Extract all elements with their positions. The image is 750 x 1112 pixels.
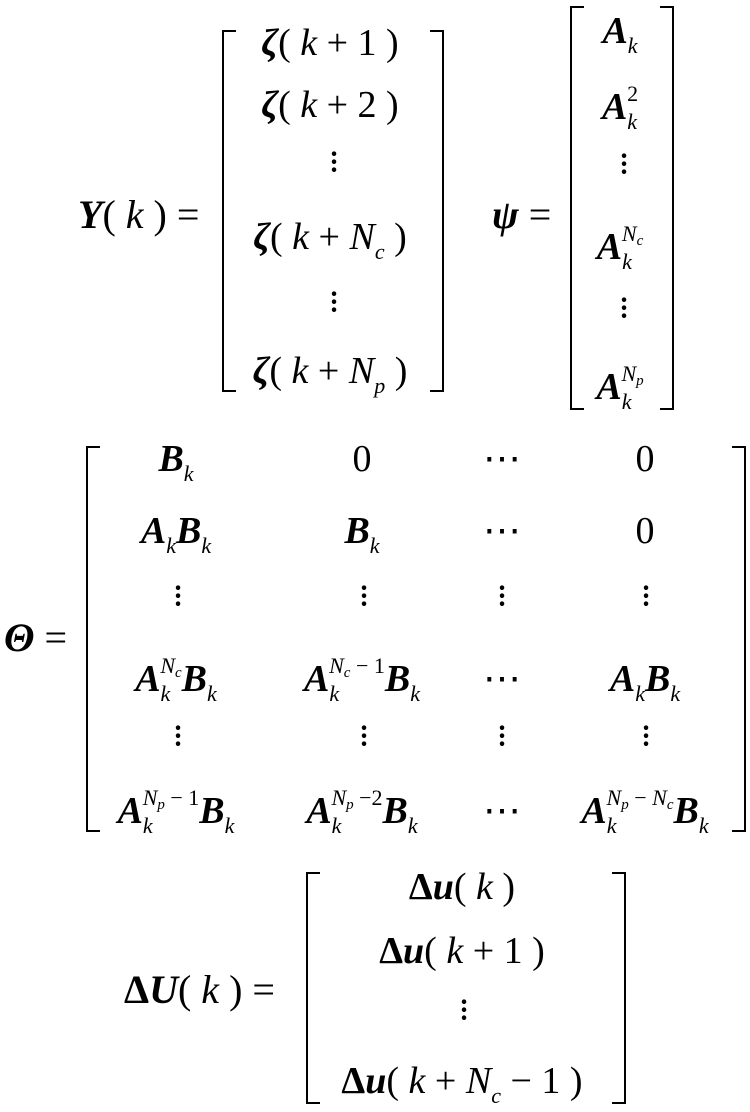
theta-r3-c1: ···: [173, 573, 183, 620]
theta-r5-c2: ···: [359, 713, 369, 760]
eq-du-lhs: ΔU( k ) =: [124, 967, 275, 1012]
theta-r3-c2: ···: [359, 573, 369, 620]
eq-du-entry-1: Δu( k ): [408, 866, 516, 908]
theta-r4-c1: AkNcBk: [135, 653, 217, 706]
eq-y-right-bracket: [430, 30, 444, 392]
eq-du-right-bracket: [612, 872, 626, 1104]
theta-r2-c1: AkBk: [140, 510, 212, 558]
eq-psi-right-bracket: [660, 6, 674, 410]
eq-y-left-bracket: [222, 30, 236, 392]
eq-du-left-bracket: [306, 872, 320, 1104]
theta-r3-c4: ···: [641, 573, 651, 620]
eq-theta-lhs: Θ =: [4, 615, 68, 660]
theta-r6-c1: AkNp − 1Bk: [117, 785, 235, 838]
eq-du-entry-nc: Δu( k + Nc − 1 ): [341, 1060, 583, 1108]
theta-r2-c3: ⋯: [483, 510, 521, 552]
eq-theta-right-bracket: [732, 446, 746, 832]
eq-psi-lhs: ψ =: [492, 192, 552, 237]
theta-r1-c4: 0: [635, 438, 655, 480]
eq-y-entry-nc: ζ( k + Nc ): [253, 216, 407, 264]
eq-du-vdots: ···: [459, 987, 469, 1034]
theta-r6-c4: AkNp − NcBk: [581, 785, 709, 838]
eq-psi-entry-np: AkNp: [596, 361, 644, 414]
eq-y-entry-np: ζ( k + Np ): [252, 350, 408, 398]
eq-psi-vdots-2: ···: [619, 285, 629, 332]
eq-psi-entry-2: Ak2: [601, 81, 639, 134]
theta-r6-c3: ⋯: [483, 790, 521, 832]
theta-r5-c4: ···: [641, 713, 651, 760]
eq-theta-left-bracket: [86, 446, 100, 832]
eq-y-entry-2: ζ( k + 2 ): [261, 84, 399, 126]
eq-y-vdots-1: ···: [329, 139, 339, 186]
eq-psi-entry-1: Ak: [602, 10, 638, 58]
theta-r3-c3: ···: [497, 573, 507, 620]
theta-r1-c1: Bk: [158, 438, 194, 486]
theta-r4-c4: AkBk: [609, 658, 681, 706]
eq-psi-vdots-1: ···: [619, 141, 629, 188]
theta-r1-c2: 0: [352, 438, 372, 480]
theta-r2-c4: 0: [635, 510, 655, 552]
eq-y-vdots-2: ···: [329, 279, 339, 326]
theta-r4-c2: AkNc − 1Bk: [303, 653, 421, 706]
eq-psi-left-bracket: [570, 6, 584, 410]
theta-r1-c3: ⋯: [483, 438, 521, 480]
eq-du-entry-2: Δu( k + 1 ): [379, 930, 545, 972]
theta-r4-c3: ⋯: [483, 658, 521, 700]
eq-psi-entry-nc: AkNc: [596, 221, 644, 274]
eq-y-lhs: Y( k ) =: [78, 192, 200, 237]
eq-y-entry-1: ζ( k + 1 ): [261, 22, 399, 64]
theta-r5-c3: ···: [497, 713, 507, 760]
theta-r6-c2: AkNp −2Bk: [306, 785, 418, 838]
theta-r2-c2: Bk: [344, 510, 380, 558]
theta-r5-c1: ···: [173, 713, 183, 760]
